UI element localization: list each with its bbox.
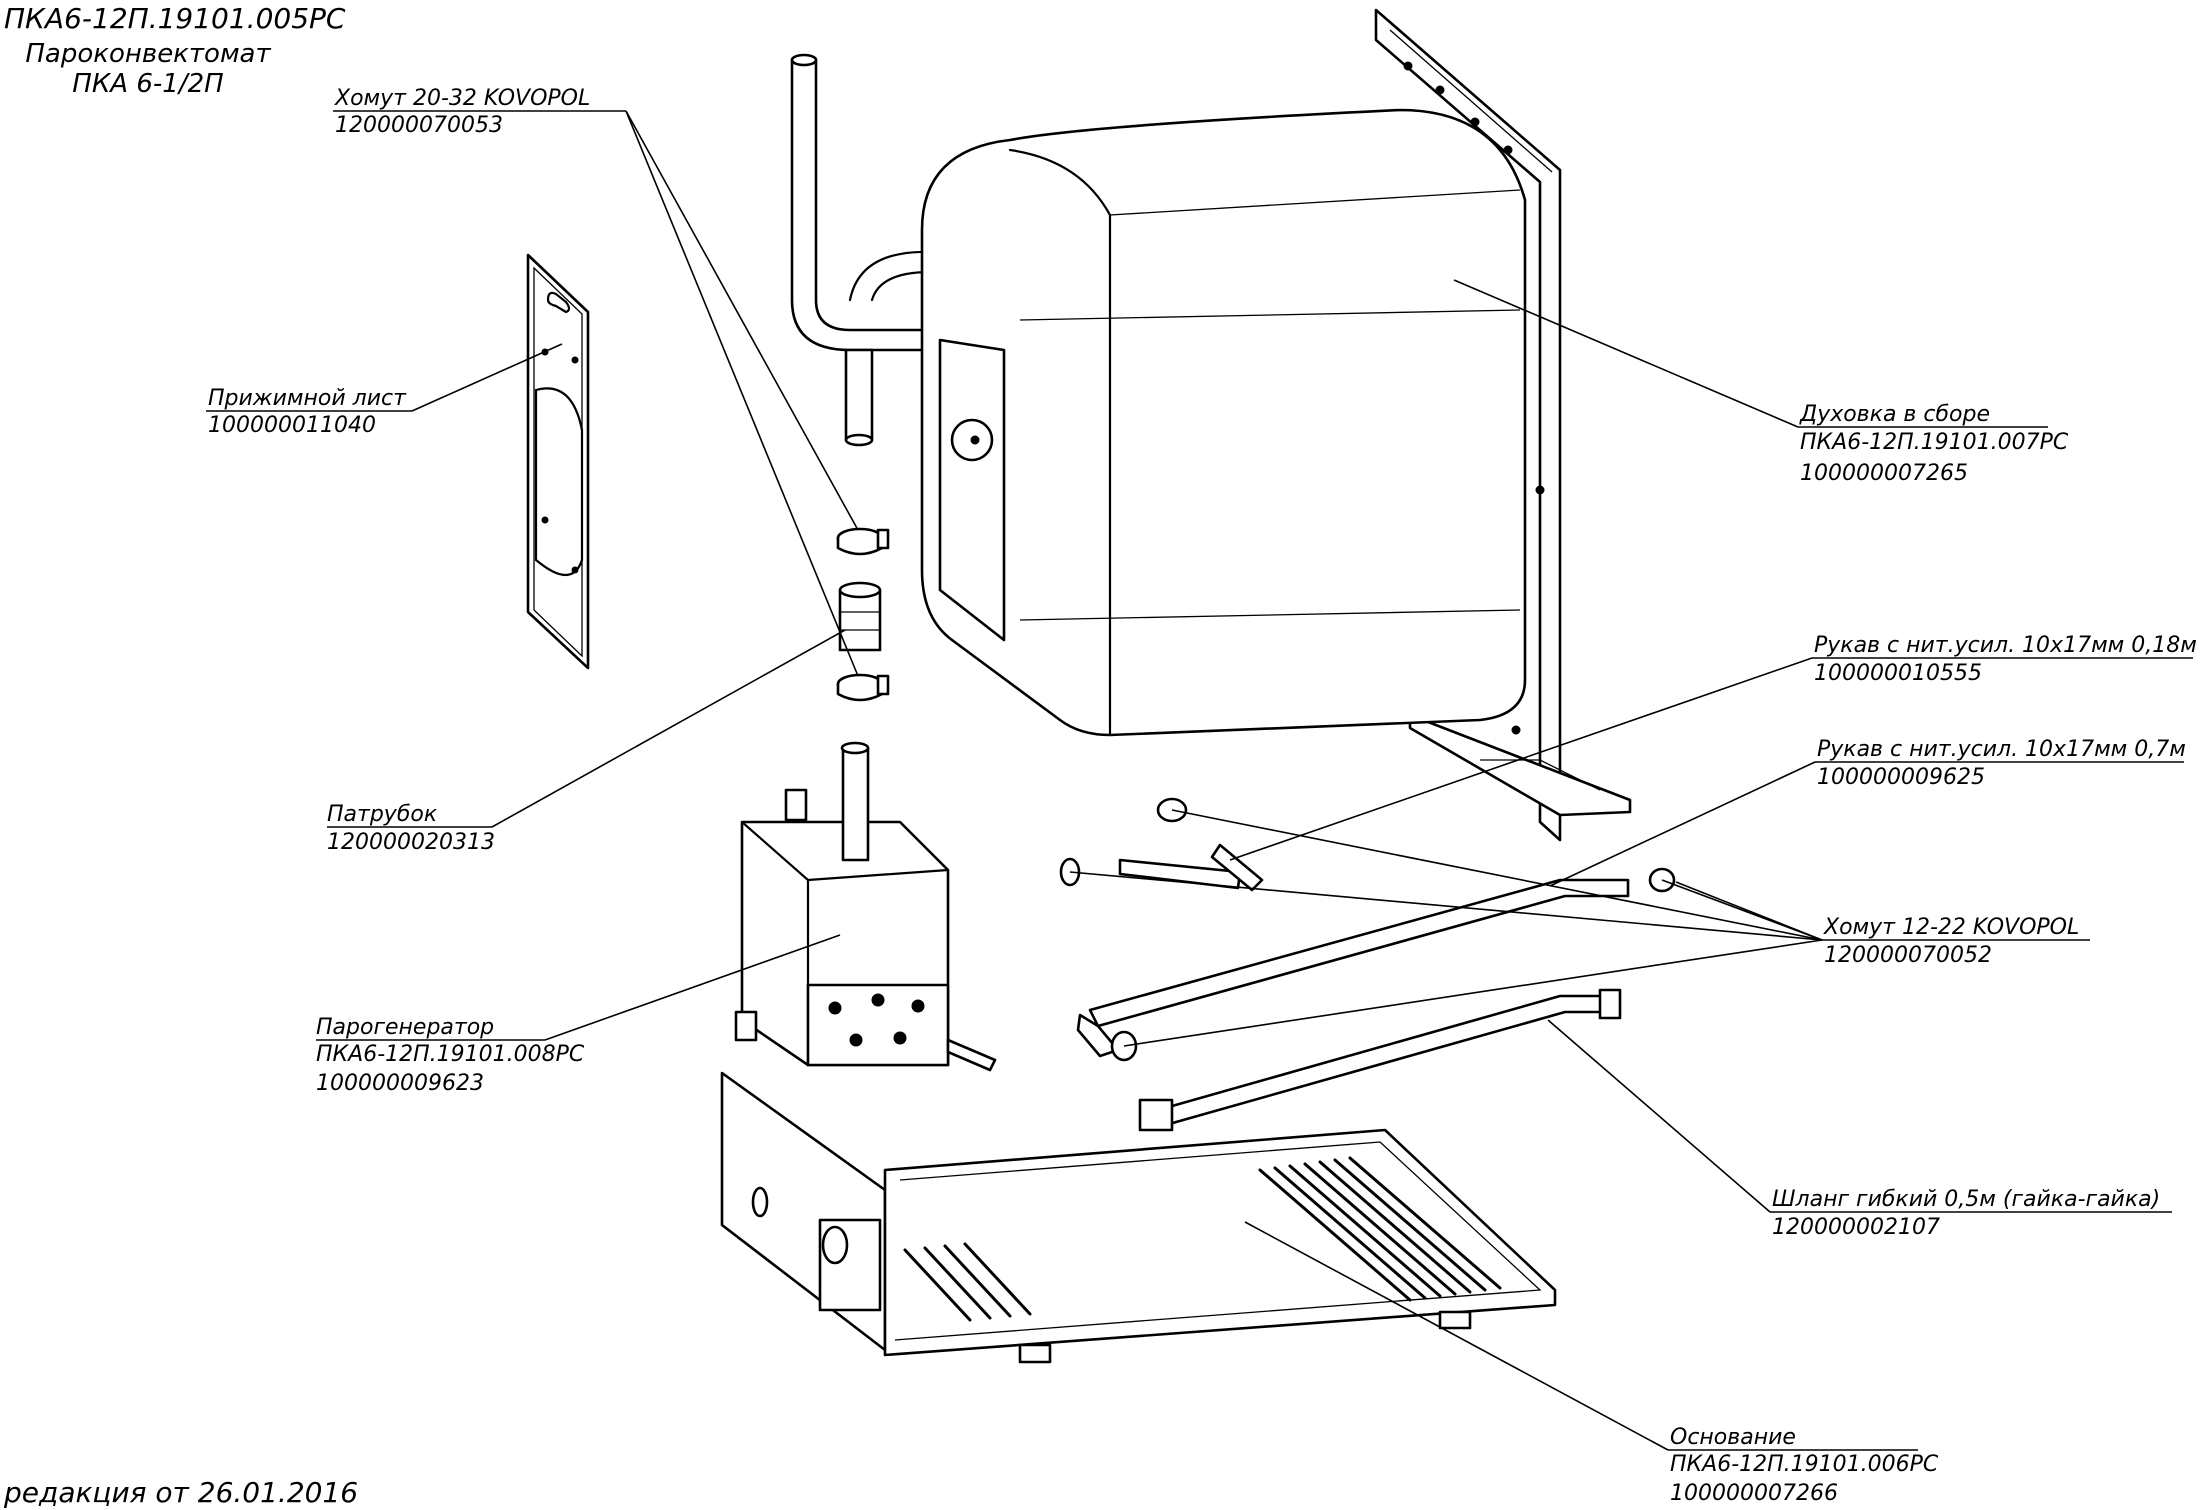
- sleeve-018-code: 100000010555: [1814, 661, 1982, 686]
- callout-sleeve-018: Рукав с нит.усил. 10х17мм 0,18м 10000001…: [1814, 633, 2197, 686]
- steam-pipe-drawing: [790, 53, 1012, 447]
- sleeve-07-code: 100000009625: [1817, 765, 1985, 790]
- leader-lines: [206, 110, 2193, 1451]
- base-code: 100000007266: [1670, 1481, 1838, 1506]
- clamp-20-32-name: Хомут 20-32 KOVOPOL: [334, 86, 590, 111]
- nozzle-drawing: [838, 581, 882, 652]
- callout-clamp-20-32: Хомут 20-32 KOVOPOL 120000070053: [334, 86, 590, 138]
- oven-assembly-drawing: [920, 8, 1632, 842]
- steam-generator-code: 100000009623: [316, 1071, 484, 1096]
- hose-name: Шланг гибкий 0,5м (гайка-гайка): [1772, 1187, 2160, 1212]
- oven-name: Духовка в сборе: [1799, 402, 1990, 427]
- clamp-20-32-code: 120000070053: [335, 113, 503, 138]
- nozzle-name: Патрубок: [327, 802, 438, 827]
- press-sheet-drawing: [526, 253, 590, 670]
- clamp-20-32-lower-drawing: [836, 673, 890, 702]
- press-sheet-name: Прижимной лист: [208, 386, 407, 411]
- revision-note: редакция от 26.01.2016: [3, 1476, 358, 1509]
- callout-nozzle: Патрубок 120000020313: [327, 802, 495, 855]
- base-name: Основание: [1670, 1425, 1796, 1450]
- callout-clamp-12-22: Хомут 12-22 KOVOPOL 120000070052: [1823, 915, 2079, 968]
- document-code: ПКА6-12П.19101.005РС: [4, 2, 346, 35]
- callout-hose: Шланг гибкий 0,5м (гайка-гайка) 12000000…: [1772, 1187, 2160, 1240]
- clamp-12-22-code: 120000070052: [1824, 943, 1992, 968]
- callout-sleeve-07: Рукав с нит.усил. 10х17мм 0,7м 100000009…: [1817, 737, 2186, 790]
- press-sheet-code: 100000011040: [208, 413, 376, 438]
- callout-steam-generator: Парогенератор ПКА6-12П.19101.008РС 10000…: [316, 1015, 585, 1096]
- clamp-20-32-upper-drawing: [836, 527, 890, 556]
- product-model: ПКА 6-1/2П: [72, 69, 223, 99]
- nozzle-code: 120000020313: [327, 830, 495, 855]
- oven-code: 100000007265: [1800, 461, 1968, 486]
- title-block: ПКА6-12П.19101.005РС Пароконвектомат ПКА…: [4, 2, 346, 99]
- base-drawing: [720, 1071, 1557, 1364]
- sleeve-07-name: Рукав с нит.усил. 10х17мм 0,7м: [1817, 737, 2186, 762]
- sleeve-018-name: Рукав с нит.усил. 10х17мм 0,18м: [1814, 633, 2197, 658]
- hose-code: 120000002107: [1772, 1215, 1940, 1240]
- base-doc: ПКА6-12П.19101.006РС: [1670, 1452, 1939, 1477]
- callout-base: Основание ПКА6-12П.19101.006РС 100000007…: [1670, 1425, 1939, 1506]
- clamp-12-22-name: Хомут 12-22 KOVOPOL: [1823, 915, 2079, 940]
- steam-generator-name: Парогенератор: [316, 1015, 494, 1040]
- product-type: Пароконвектомат: [25, 39, 271, 69]
- oven-doc: ПКА6-12П.19101.007РС: [1800, 430, 2069, 455]
- steam-generator-drawing: [734, 741, 997, 1072]
- steam-generator-doc: ПКА6-12П.19101.008РС: [316, 1042, 585, 1067]
- callout-oven: Духовка в сборе ПКА6-12П.19101.007РС 100…: [1799, 402, 2069, 486]
- callout-press-sheet: Прижимной лист 100000011040: [208, 386, 407, 438]
